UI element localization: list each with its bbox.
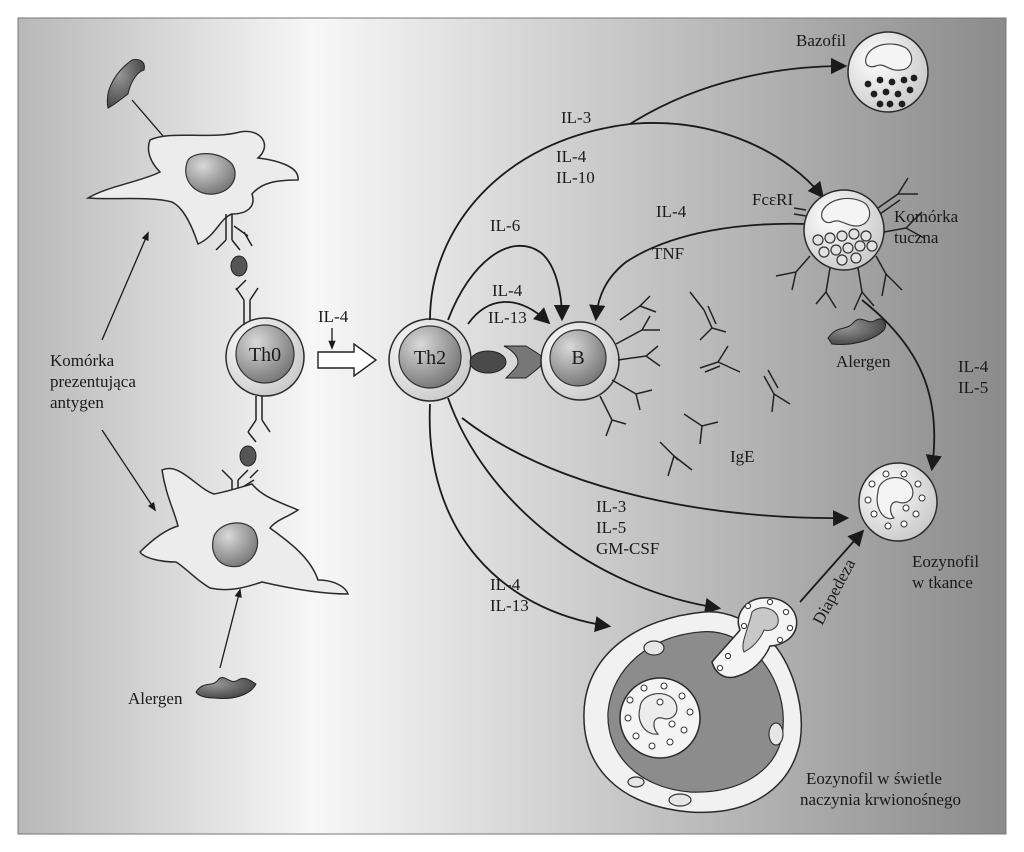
migrating-eosinophil	[711, 597, 798, 679]
arrow-il4-il13-to-b	[467, 301, 551, 325]
th2-label: Th2	[414, 347, 446, 369]
arrow-label-to-apc-top	[101, 231, 149, 341]
antigen-peptide-bottom	[239, 445, 257, 467]
apc-top	[85, 130, 299, 246]
eosinophil-vessel-line2: naczynia krwionośnego	[800, 790, 961, 809]
il3-il5-gmcsf-line2: IL-5	[596, 518, 626, 537]
arrow-il6-to-b	[447, 244, 571, 322]
arrow-diapedesis	[799, 529, 865, 603]
th2-cell	[388, 318, 472, 402]
il4-mast-label: IL-4	[656, 202, 687, 221]
b-cell-receptor	[503, 345, 547, 379]
allergen-bottom-left	[195, 676, 257, 699]
tcr-mhc-top	[215, 214, 253, 251]
th0-label: Th0	[249, 344, 281, 366]
arrow-label-to-apc-bottom	[101, 429, 157, 512]
differentiation-arrow	[317, 342, 378, 378]
mast-cell	[803, 189, 885, 271]
tcr-bottom	[247, 396, 271, 443]
allergen-mast	[827, 318, 887, 345]
arrow-mast-to-eosinophil	[861, 299, 942, 472]
arrow-th2-to-eosinophil-tissue	[461, 417, 850, 527]
eosinophil-vessel-line1: Eozynofil w świetle	[806, 769, 942, 788]
il4-top-label: IL-4	[318, 307, 349, 326]
b-cell	[540, 321, 620, 401]
arrow-th2-to-vessel	[428, 403, 612, 633]
fceri-label: FcεRI	[752, 190, 793, 209]
b-cell-label: B	[571, 347, 584, 369]
th0-cell	[225, 317, 305, 397]
il4-il5-right-line2: IL-5	[958, 378, 988, 397]
il4-il13-bottom-line2: IL-13	[490, 596, 529, 615]
il4-il10-line2: IL-10	[556, 168, 595, 187]
eosinophil-tissue-line2: w tkance	[912, 573, 973, 592]
il4-b-label: IL-4	[492, 281, 523, 300]
free-ige-antibodies	[659, 291, 791, 477]
vessel-eosinophil	[619, 677, 701, 759]
apc-label-line3: antygen	[50, 393, 104, 412]
eosinophil-tissue-line1: Eozynofil	[912, 552, 979, 571]
apc-label-line2: prezentująca	[50, 372, 136, 391]
mast-cell-label-line1: Komórka	[894, 207, 959, 226]
basophil-label: Bazofil	[796, 31, 846, 50]
arrow-allergen-to-apc-bottom	[219, 588, 242, 669]
tnf-label: TNF	[652, 244, 684, 263]
il4-il13-bottom-line1: IL-4	[490, 575, 521, 594]
basophil-cell	[847, 31, 929, 113]
arrow-mast-to-b	[589, 222, 809, 322]
il6-label: IL-6	[490, 216, 520, 235]
arrow-th2-to-vessel-eosinophil	[447, 397, 722, 614]
b-cell-surface-ige	[599, 295, 661, 437]
il4-il10-line1: IL-4	[556, 147, 587, 166]
il13-b-label: IL-13	[488, 308, 527, 327]
il3-il5-gmcsf-line1: IL-3	[596, 497, 626, 516]
il3-label: IL-3	[561, 108, 591, 127]
il4-il5-right-line1: IL-4	[958, 357, 989, 376]
tcr-top	[235, 279, 259, 326]
arrow-th2-to-basophil	[629, 57, 848, 125]
eosinophil-tissue-cell	[858, 462, 938, 542]
il3-il5-gmcsf-line3: GM-CSF	[596, 539, 659, 558]
allergen-top-left	[106, 59, 145, 109]
th2-receptor	[469, 350, 507, 374]
allergen-mast-label: Alergen	[836, 352, 891, 371]
arrow-th2-to-mast-cell	[429, 122, 825, 321]
antigen-peptide-top	[230, 255, 248, 277]
mast-cell-fceri-ige	[775, 177, 925, 311]
mast-cell-label-line2: tuczna	[894, 228, 939, 247]
allergen-bottom-left-label: Alergen	[128, 689, 183, 708]
apc-label-line1: Komórka	[50, 351, 115, 370]
ige-label: IgE	[730, 447, 755, 466]
apc-bottom	[139, 467, 350, 595]
